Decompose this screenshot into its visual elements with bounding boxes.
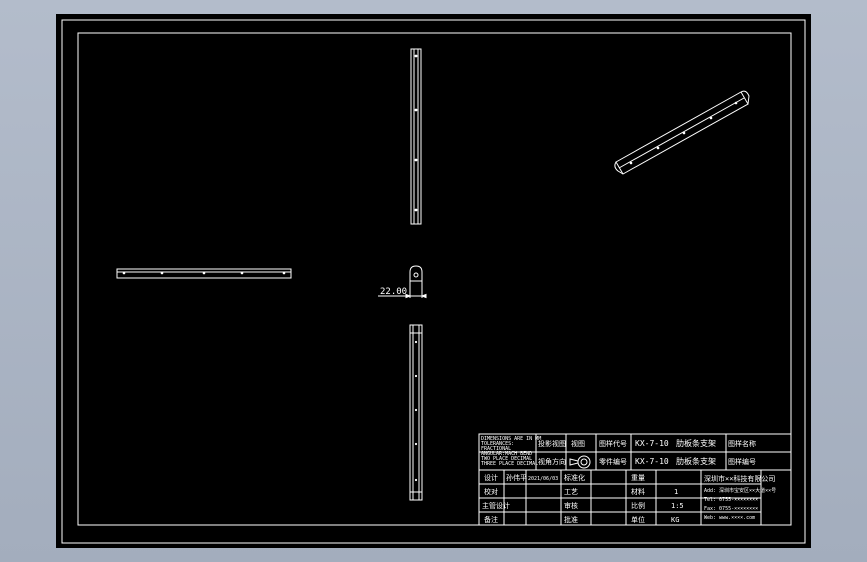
outer-border: [61, 19, 806, 544]
design-date: 2021/06/03: [528, 476, 558, 482]
part-no-label: 图样代号: [599, 439, 627, 448]
unit-value: KG: [671, 516, 679, 524]
unit-label: 单位: [631, 515, 645, 524]
title-block-text: DIMENSIONS ARE IN MM TOLERANCES: FRACTIO…: [481, 436, 776, 524]
material-label: 材料: [631, 487, 645, 496]
review-label: 审核: [564, 501, 578, 510]
note-line-2: TOLERANCES:: [481, 441, 514, 447]
part-no-value: KX-7-10: [635, 439, 669, 448]
remarks-label: 备注: [484, 515, 498, 524]
company-web: Web: www.××××.com: [704, 515, 755, 521]
part-top-view: [410, 48, 422, 225]
process-label: 工艺: [564, 488, 578, 496]
note-line-5: TWO PLACE DECIMAL: [481, 456, 532, 462]
approval-label: 批准: [564, 515, 578, 524]
weight-label: 重量: [631, 474, 645, 482]
part-front-view: [409, 324, 423, 501]
company-name: 深圳市××科技有限公司: [704, 474, 775, 483]
part-name-value: 肋板条支架: [676, 438, 716, 448]
company-fax: Fax: 0755-××××××××: [704, 506, 758, 512]
note-line-4: ANGULAR:MACH BEND: [481, 451, 532, 457]
scale-value: 1:5: [671, 502, 684, 510]
company-tel: Tel: 0755-××××××××: [704, 497, 758, 503]
dimension-label: 22.00: [380, 287, 407, 297]
scale-label: 比例: [631, 501, 645, 510]
title-block: [478, 433, 792, 526]
component-no-value: KX-7-10: [635, 457, 669, 466]
chief-designer-label: 主管设计: [482, 501, 510, 510]
part-isometric-view: [614, 90, 750, 175]
cad-drawing: 22.00: [61, 19, 806, 544]
material-value: 1: [674, 488, 678, 496]
drawing-no-label: 图样编号: [728, 457, 756, 466]
designer-label: 设计: [484, 473, 498, 482]
view-direction-label: 视角方向: [538, 457, 566, 466]
note-line-1: DIMENSIONS ARE IN MM: [481, 436, 541, 442]
standardization-label: 标准化: [564, 473, 585, 482]
company-address: Add: 深圳市宝安区××大道××号: [704, 487, 776, 494]
note-line-6: THREE PLACE DECIMAL: [481, 461, 538, 467]
note-line-3: FRACTIONAL: [481, 446, 511, 452]
drawing-sheet: 22.00: [56, 14, 811, 548]
projection-label: 投影视图: [538, 439, 566, 448]
part-name-label: 图样名称: [728, 439, 756, 448]
scale-symbol-label: 视图: [571, 439, 585, 448]
part-section-view: [378, 265, 427, 299]
part-left-view: [116, 268, 292, 279]
checker-label: 校对: [484, 487, 498, 496]
drawing-name-value: 肋板条支架: [676, 456, 716, 466]
designer-value: 孙伟平: [506, 473, 527, 482]
inner-border: [77, 32, 792, 526]
component-no-label: 零件编号: [599, 457, 627, 466]
